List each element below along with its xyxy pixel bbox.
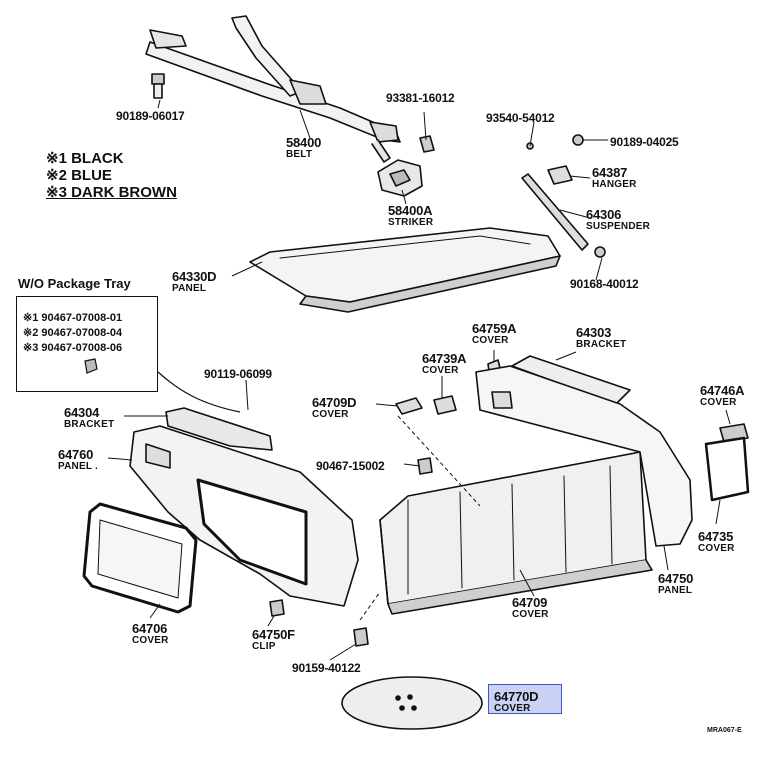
hanger-part	[526, 134, 584, 185]
wo-package-tray-box: ※1 90467-07008-01 ※2 90467-07008-04 ※3 9…	[16, 296, 158, 392]
label-90189-06017[interactable]: 90189-06017	[116, 109, 185, 123]
label-90189-04025[interactable]: 90189-04025	[610, 135, 679, 149]
bolt-90189-06017	[151, 73, 165, 99]
highlight-64770d	[488, 684, 562, 714]
reference-code: MRA067-E	[707, 727, 742, 734]
cover-64739a	[433, 395, 457, 415]
label-90119[interactable]: 90119-06099	[204, 367, 272, 381]
bracket-64304	[165, 407, 273, 451]
side-panel-64760	[129, 425, 359, 607]
wo-line-2: ※2 90467-07008-04	[23, 327, 123, 339]
label-93540[interactable]: 93540-54012	[486, 111, 555, 125]
clip-90467	[417, 457, 433, 475]
clip-64750f	[269, 599, 285, 617]
cover-64709d	[395, 397, 423, 415]
bolt-90159	[353, 627, 369, 647]
striker-part	[377, 159, 423, 197]
wo-package-tray-title: W/O Package Tray	[18, 276, 131, 291]
legend-dark-brown: ※3 DARK BROWN	[46, 184, 177, 201]
legend-black: ※1 BLACK	[46, 150, 124, 167]
back-panel-64709	[379, 451, 653, 615]
wo-line-3: ※3 90467-07008-06	[23, 342, 123, 354]
cover-64735	[704, 436, 750, 502]
legend-blue: ※2 BLUE	[46, 167, 112, 184]
color-legend: ※1 BLACK ※2 BLUE ※3 DARK BROWN	[46, 150, 177, 201]
bolt-93381	[419, 135, 435, 153]
package-tray-panel	[249, 227, 561, 313]
label-90467[interactable]: 90467-15002	[316, 459, 385, 473]
leader-lines	[107, 99, 731, 661]
label-90159[interactable]: 90159-40122	[292, 661, 361, 675]
wo-line-1: ※1 90467-07008-01	[23, 312, 123, 324]
belt-part	[145, 15, 401, 163]
suspender-part	[521, 173, 606, 258]
cover-64706	[82, 502, 198, 614]
label-90168[interactable]: 90168-40012	[570, 277, 639, 291]
clip-icon	[84, 358, 98, 374]
label-93381[interactable]: 93381-16012	[386, 91, 455, 105]
trunk-right-panel	[475, 365, 693, 547]
floor-cover-64770d	[341, 676, 483, 730]
